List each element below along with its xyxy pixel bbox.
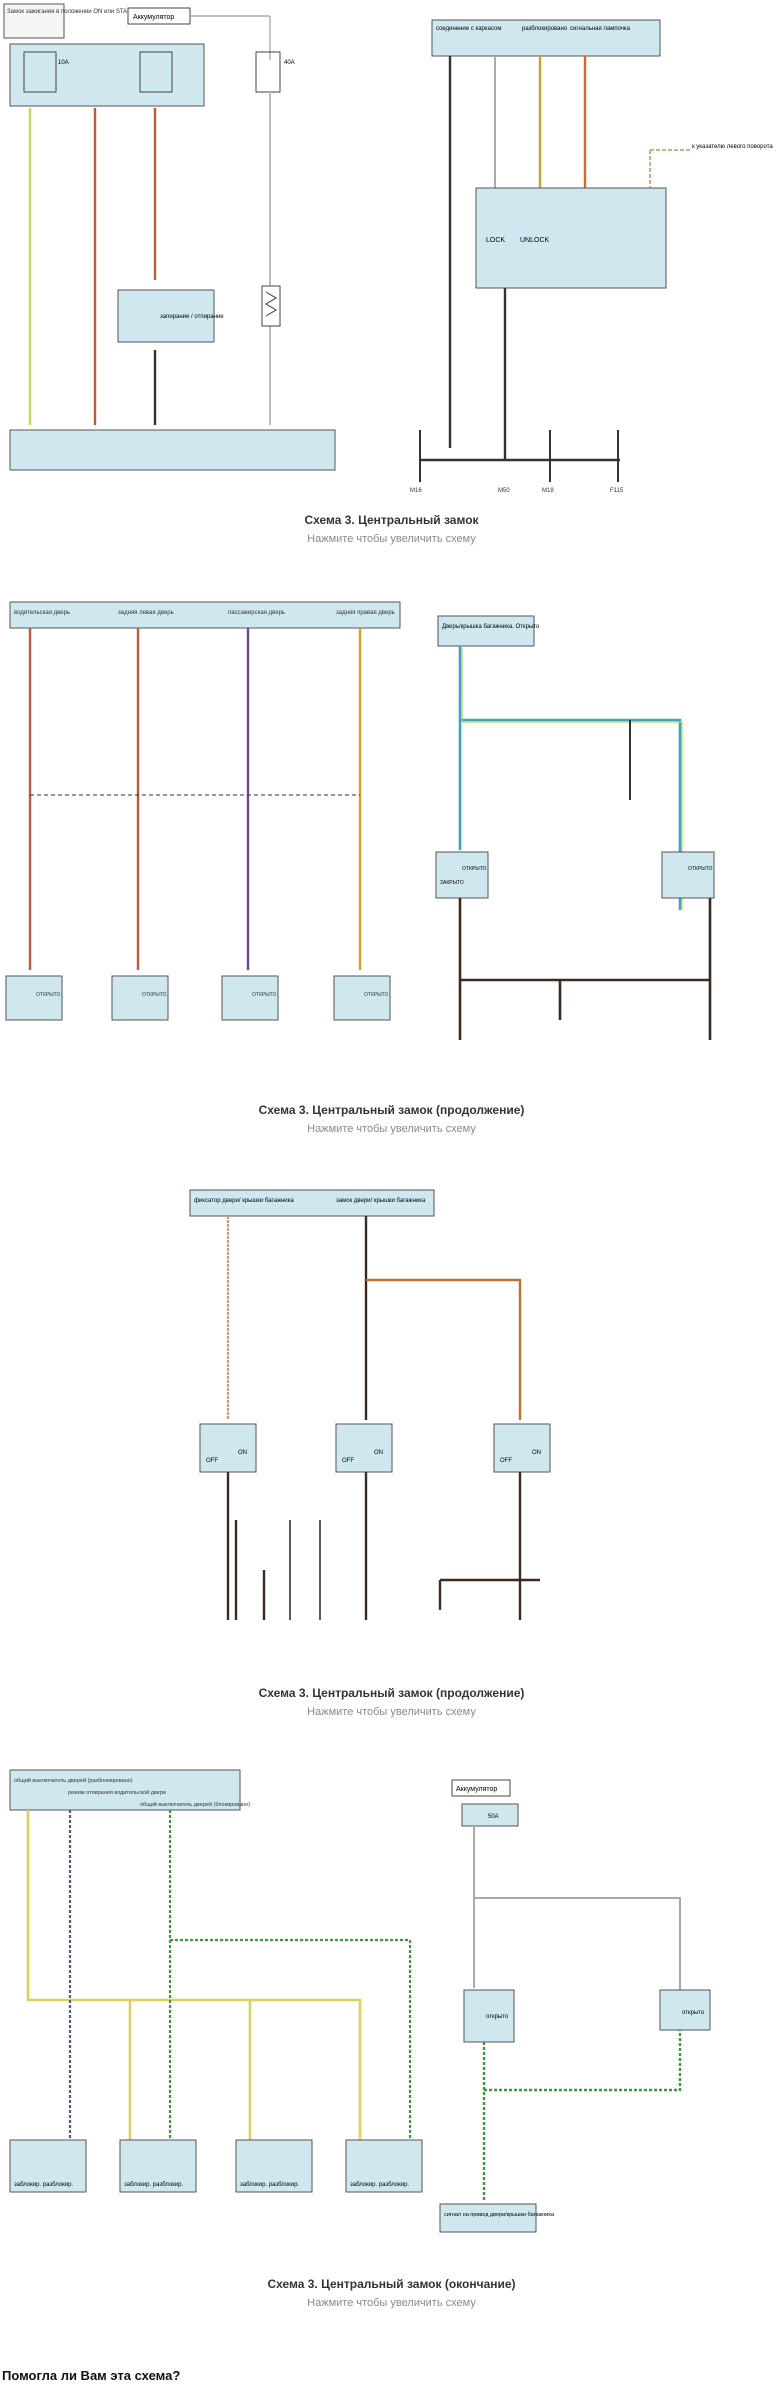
hdr-unlock: общий выключатель дверей (разблокировано… <box>14 1777 133 1784</box>
diagram-2-title: Схема 3. Центральный замок (продолжение) <box>258 1103 525 1117</box>
fixer-label: фиксатор двери/ крышки багажника <box>194 1198 294 1204</box>
sw3-off: OFF <box>500 1458 512 1464</box>
diagram-panel-2[interactable]: водительская дверь задняя левая дверь па… <box>0 580 783 1080</box>
turn-signal-label: к указателю левого поворота <box>692 144 773 150</box>
sw1-on: ON <box>238 1450 247 1456</box>
sw3-on: ON <box>532 1450 541 1456</box>
diagram-1-title: Схема 3. Центральный замок <box>304 513 479 527</box>
fuse-50a: 50A <box>488 1814 499 1820</box>
door4-open: ОТКРЫТО <box>364 992 388 998</box>
motor-trunk-open: открыто <box>486 2014 509 2020</box>
door-driver-label: водительская дверь <box>14 610 70 616</box>
motor4-label: заблокир. разблокир. <box>350 2182 409 2188</box>
diagram-3-enlarge-link[interactable]: Нажмите чтобы увеличить схему <box>307 1706 476 1718</box>
diagram-panel-4[interactable]: общий выключатель дверей (разблокировано… <box>0 1760 783 2260</box>
hdr-lock: общий выключатель дверей (блокировано) <box>140 1801 250 1808</box>
ground-m18: M18 <box>542 488 554 494</box>
ground-m50: M50 <box>498 488 510 494</box>
sw2-off: OFF <box>342 1458 354 1464</box>
motor-trunk-open-2: открыто <box>682 2010 705 2016</box>
conn-unlocked-label: разблокировано <box>522 26 568 32</box>
conn-lamp-label: сигнальная лампочка <box>570 26 631 32</box>
door-rear-right-label: задняя правая дверь <box>336 610 395 616</box>
sw1-off: OFF <box>206 1458 218 1464</box>
wiring-diagram-4: общий выключатель дверей (разблокировано… <box>9 1769 711 2233</box>
door3-open: ОТКРЫТО <box>252 992 276 998</box>
lock-switch-label: запирание / отпирание <box>160 314 224 320</box>
sw2-on: ON <box>374 1450 383 1456</box>
diagram-panel-1[interactable]: Замок зажигания в положении ON или START… <box>0 0 783 520</box>
motor2-label: заблокир. разблокир. <box>124 2182 183 2188</box>
trunk-label: Дверь/крышка багажника. Открыто <box>442 624 540 630</box>
door2-open: ОТКРЫТО <box>142 992 166 998</box>
feedback-question: Помогла ли Вам эта схема? <box>2 2368 181 2383</box>
conn-frame-label: соединение с каркасом <box>436 26 502 32</box>
ground-f115: F115 <box>610 488 624 494</box>
diagram-1-enlarge-link[interactable]: Нажмите чтобы увеличить схему <box>307 533 476 545</box>
lock-label: LOCK <box>486 237 505 244</box>
door1-open: ОТКРЫТО <box>36 992 60 998</box>
diagram-2-enlarge-link[interactable]: Нажмите чтобы увеличить схему <box>307 1123 476 1135</box>
battery-label-2: Аккумулятор <box>456 1786 497 1793</box>
ignition-label: Замок зажигания в положении ON или START <box>7 9 135 15</box>
door-passenger-label: пассажирская дверь <box>228 610 285 616</box>
ground-m16: M16 <box>410 488 422 494</box>
diagram-3-title: Схема 3. Центральный замок (продолжение) <box>258 1686 525 1700</box>
lock-trunk-label: замок двери/ крышки багажника <box>336 1198 426 1204</box>
fuse-10a: 10A <box>58 60 69 66</box>
trunk-open-left: ОТКРЫТО <box>462 866 486 872</box>
wiring-diagram-2: водительская дверь задняя левая дверь па… <box>5 601 715 1040</box>
unlock-label: UNLOCK <box>520 237 550 244</box>
battery-label: Аккумулятор <box>133 14 174 21</box>
diagram-panel-3[interactable]: фиксатор двери/ крышки багажника замок д… <box>0 1170 783 1680</box>
diagram-4-enlarge-link[interactable]: Нажмите чтобы увеличить схему <box>307 2297 476 2309</box>
door-rear-left-label: задняя левая дверь <box>118 610 174 616</box>
hdr-driver-mode: режим отпирания водительской двери <box>68 1789 166 1796</box>
signal-label: сигнал на привод двери/крышки багажника <box>444 2212 555 2218</box>
diagram-4-title: Схема 3. Центральный замок (окончание) <box>267 2277 516 2291</box>
trunk-closed-left: ЗАКРЫТО <box>440 880 464 886</box>
trunk-open-right: ОТКРЫТО <box>688 866 712 872</box>
wiring-diagram-1: Замок зажигания в положении ON или START… <box>3 3 773 494</box>
motor3-label: заблокир. разблокир. <box>240 2182 299 2188</box>
fuse-40a: 40A <box>284 60 295 66</box>
motor1-label: заблокир. разблокир. <box>14 2182 73 2188</box>
wiring-diagram-3: фиксатор двери/ крышки багажника замок д… <box>189 1189 551 1620</box>
